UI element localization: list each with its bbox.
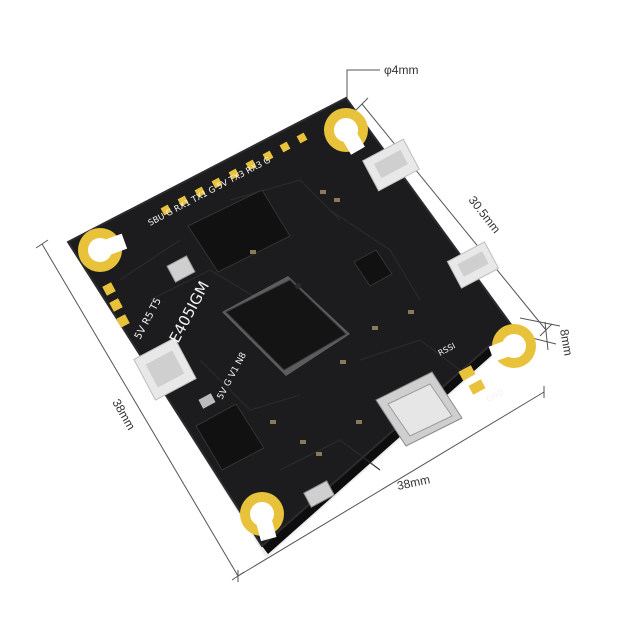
pcb-traces <box>119 179 461 471</box>
crystal <box>166 255 196 283</box>
gnd-label: GND <box>485 387 505 404</box>
dim-30-5-line <box>361 103 547 331</box>
mount-spacing-label: 30.5mm <box>466 193 504 236</box>
left-solder-pads <box>102 282 130 328</box>
boot-button <box>303 480 335 508</box>
connector-left <box>133 337 197 401</box>
board-height-label: 38mm <box>109 397 138 433</box>
dim-38mm-bottom-line <box>237 391 545 577</box>
mcu-chip-icon <box>222 276 350 376</box>
mounting-hole-left <box>78 228 128 272</box>
ic-right <box>353 249 393 287</box>
pcb-board: SBU G RX1 TX1 G 5V TX3 RX3 G 5V R5 T5 E4 <box>66 96 536 558</box>
mosfet-left <box>195 393 265 471</box>
mounting-hole-right <box>488 324 536 368</box>
connector-top-right <box>362 138 420 192</box>
board-width-label: 38mm <box>396 472 432 493</box>
smd-components <box>250 190 414 456</box>
pad-offset-label: 8mm <box>557 328 575 357</box>
ic-top <box>187 189 291 273</box>
mounting-hole-top <box>324 108 368 155</box>
hole-diameter-label: φ4mm <box>384 63 418 77</box>
connector-right <box>446 241 500 289</box>
top-solder-pads <box>160 132 308 216</box>
gnd-rssi-pads <box>458 365 486 395</box>
usb-c-port-icon <box>375 371 463 447</box>
dim-38mm-left-line <box>41 243 239 577</box>
mounting-hole-bottom <box>240 492 284 542</box>
